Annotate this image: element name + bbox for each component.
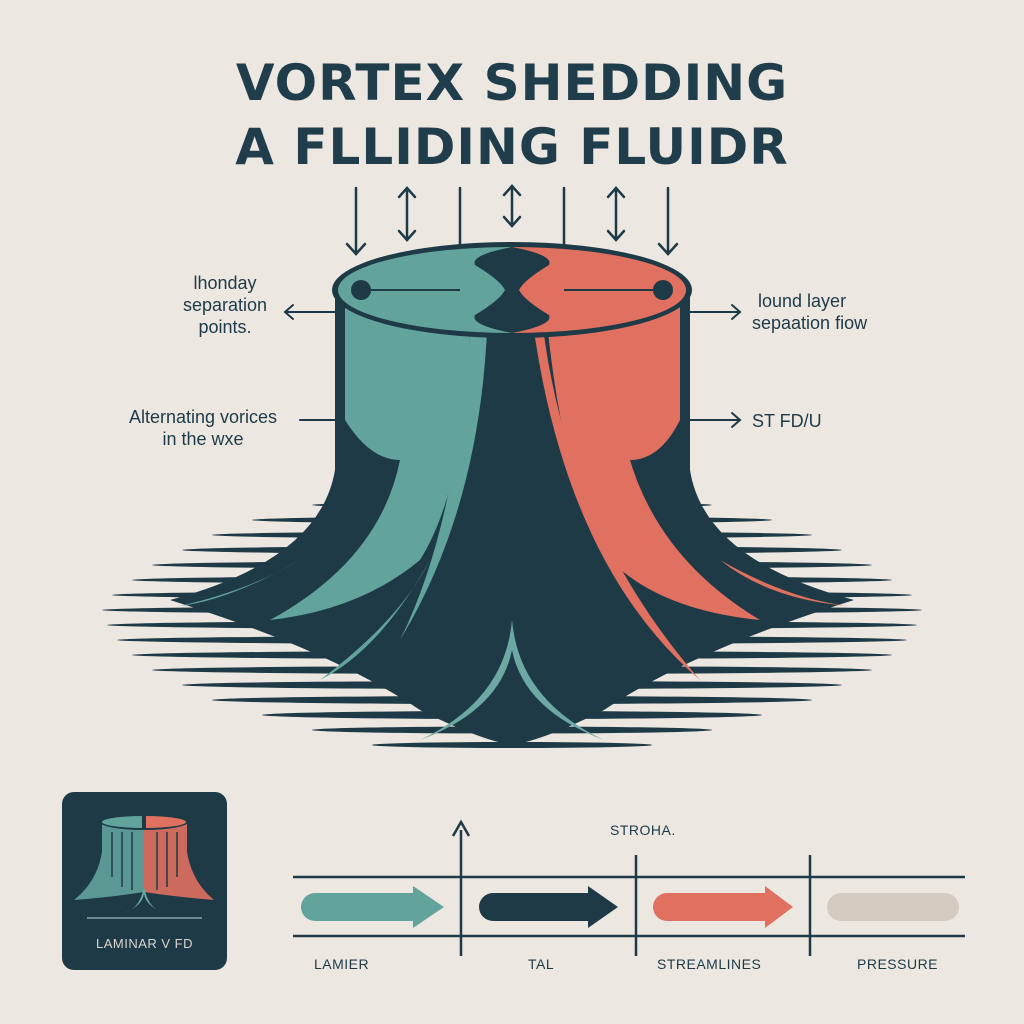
annotation-alternating-vortices: Alternating vorices in the wxe (128, 407, 278, 449)
center-cusp (420, 620, 604, 740)
double-arrow-icon (606, 186, 626, 242)
legend-strip (293, 819, 965, 956)
left-arrow-icon (283, 304, 336, 320)
callout-lines (283, 304, 742, 428)
inset-label: LAMINAR V FD (95, 936, 193, 951)
wake-body (170, 290, 854, 745)
right-arrow-icon (689, 304, 742, 320)
inset-vortex-icon (69, 814, 220, 919)
laminar-arrow-icon (301, 886, 444, 928)
right-arrow-icon (689, 412, 742, 428)
flow-arrows (345, 184, 679, 256)
down-arrow-icon (345, 186, 367, 256)
legend-label-laminar: LAMIER (314, 956, 370, 972)
teal-streams (180, 300, 488, 680)
double-arrow-icon (397, 186, 417, 242)
cylinder-top (332, 242, 692, 338)
inset-thumbnail: LAMINAR V FD (62, 792, 227, 970)
double-arrow-icon (502, 184, 522, 228)
legend-axis-label: STROHA. (610, 822, 676, 838)
title-line-2: A FLLIDING FLUIDR (235, 118, 789, 176)
legend-label-pressure: PRESSURE (857, 956, 939, 972)
turbulent-arrow-icon (479, 886, 618, 928)
coral-streams (515, 300, 850, 680)
annotation-separation-points: lhonday separation points. (182, 273, 268, 337)
legend-label-turbulent: TAL (528, 956, 555, 972)
legend-label-streamlines: STREAMLINES (657, 956, 762, 972)
legend-swatches (301, 886, 959, 928)
down-arrow-icon (657, 186, 679, 256)
title-line-1: VORTEX SHEDDING (235, 54, 789, 112)
annotation-strouhal: ST FD/U (752, 411, 822, 431)
pressure-bar-icon (827, 893, 959, 921)
annotation-boundary-layer: lound layer sepaation fiow (752, 291, 868, 333)
streamlines-arrow-icon (653, 886, 793, 928)
